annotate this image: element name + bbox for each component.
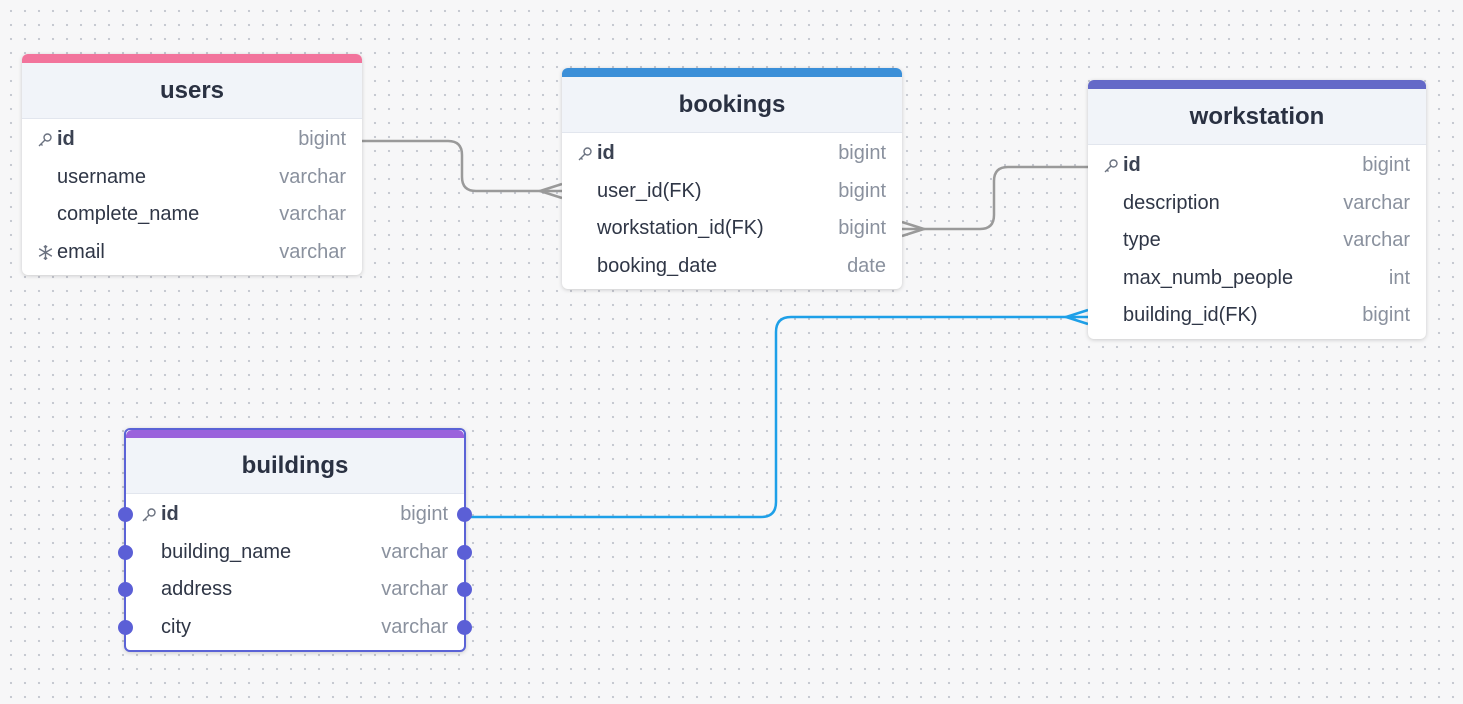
column-name: user_id(FK): [597, 179, 702, 202]
column-row[interactable]: booking_date date: [562, 248, 902, 286]
column-type: bigint: [298, 128, 346, 151]
column-type: varchar: [1343, 229, 1410, 252]
connection-handle[interactable]: [118, 619, 133, 635]
column-name: building_id(FK): [1123, 304, 1258, 327]
column-type: varchar: [279, 203, 346, 226]
column-row[interactable]: building_name varchar: [118, 534, 472, 572]
column-type: varchar: [279, 165, 346, 188]
table-title[interactable]: bookings: [562, 77, 902, 133]
column-name: description: [1123, 191, 1220, 214]
column-type: int: [1388, 266, 1410, 289]
column-row[interactable]: city varchar: [118, 609, 472, 647]
column-name: id: [1123, 154, 1141, 177]
table-color-stripe: [22, 54, 362, 63]
key-icon: [140, 506, 158, 524]
column-name: username: [57, 165, 146, 188]
column-row[interactable]: workstation_id(FK) bigint: [562, 210, 902, 248]
table-workstation[interactable]: workstation id bigint description varcha…: [1088, 80, 1426, 339]
column-row[interactable]: id bigint: [118, 496, 472, 534]
connection-handle[interactable]: [457, 582, 472, 598]
crowfoot-icon: [535, 182, 563, 200]
crowfoot-icon: [1061, 308, 1089, 326]
column-type: varchar: [381, 615, 448, 638]
column-type: bigint: [400, 503, 448, 526]
connection-handle[interactable]: [457, 507, 472, 523]
column-row[interactable]: max_numb_people int: [1088, 260, 1426, 298]
key-icon: [36, 131, 54, 149]
connection-handle[interactable]: [118, 507, 133, 523]
column-name: workstation_id(FK): [597, 217, 764, 240]
table-color-stripe: [562, 68, 902, 77]
column-type: bigint: [838, 179, 886, 202]
column-name: id: [161, 503, 179, 526]
column-name: booking_date: [597, 254, 718, 277]
column-type: varchar: [381, 540, 448, 563]
column-name: address: [161, 578, 233, 601]
column-name: type: [1123, 229, 1161, 252]
column-name: id: [57, 128, 75, 151]
column-type: bigint: [838, 142, 886, 165]
unique-icon: [36, 243, 54, 261]
connection-handle[interactable]: [118, 544, 133, 560]
column-row[interactable]: type varchar: [1088, 222, 1426, 260]
table-color-stripe: [1088, 80, 1426, 89]
table-buildings[interactable]: buildings id bigint building_name varcha…: [118, 428, 472, 652]
column-row[interactable]: id bigint: [1088, 147, 1426, 185]
column-row[interactable]: description varchar: [1088, 185, 1426, 223]
column-type: date: [847, 254, 886, 277]
column-name: max_numb_people: [1123, 266, 1294, 289]
crowfoot-icon: [901, 220, 929, 238]
column-row[interactable]: id bigint: [22, 121, 362, 159]
column-type: bigint: [838, 217, 886, 240]
table-title[interactable]: workstation: [1088, 89, 1426, 145]
column-row[interactable]: complete_name varchar: [22, 196, 362, 234]
column-type: varchar: [279, 240, 346, 263]
edge-bookings-workstation[interactable]: [901, 165, 1088, 238]
key-icon: [576, 145, 594, 163]
column-row[interactable]: id bigint: [562, 135, 902, 173]
column-row[interactable]: username varchar: [22, 159, 362, 197]
column-row[interactable]: building_id(FK) bigint: [1088, 297, 1426, 335]
connection-handle[interactable]: [457, 619, 472, 635]
connection-handle[interactable]: [118, 582, 133, 598]
column-type: bigint: [1362, 154, 1410, 177]
column-type: bigint: [1362, 304, 1410, 327]
column-row[interactable]: address varchar: [118, 571, 472, 609]
column-type: varchar: [381, 578, 448, 601]
table-title[interactable]: users: [22, 63, 362, 119]
column-name: building_name: [161, 540, 292, 563]
edge-buildings-workstation[interactable]: [465, 308, 1089, 519]
table-bookings[interactable]: bookings id bigint user_id(FK) bigint wo…: [562, 68, 902, 289]
table-users[interactable]: users id bigint username varchar complet…: [22, 54, 362, 275]
table-color-stripe: [126, 430, 464, 438]
table-title[interactable]: buildings: [126, 438, 464, 494]
column-name: id: [597, 142, 615, 165]
key-icon: [1102, 157, 1120, 175]
column-name: city: [161, 615, 191, 638]
column-row[interactable]: email varchar: [22, 234, 362, 272]
column-row[interactable]: user_id(FK) bigint: [562, 173, 902, 211]
connection-handle[interactable]: [457, 544, 472, 560]
edge-users-bookings[interactable]: [362, 139, 563, 200]
column-name: email: [57, 240, 105, 263]
column-name: complete_name: [57, 203, 200, 226]
column-type: varchar: [1343, 191, 1410, 214]
